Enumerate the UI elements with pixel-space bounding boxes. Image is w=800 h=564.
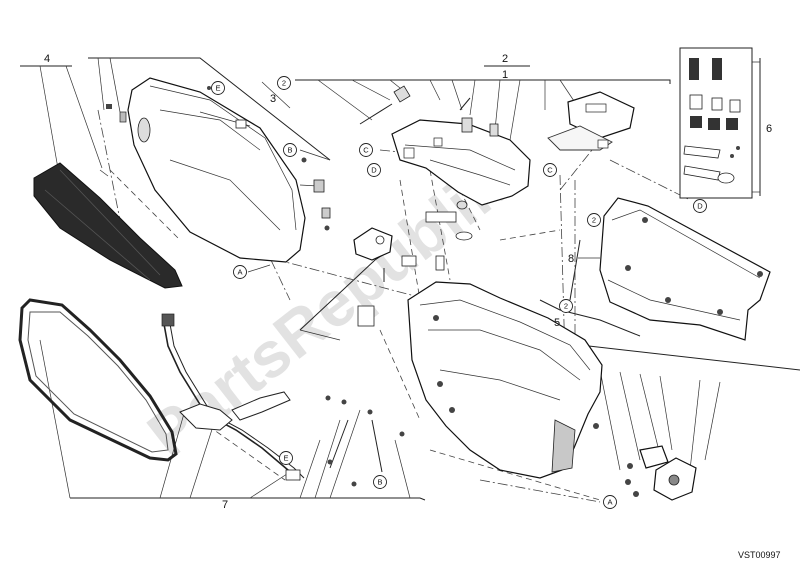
callout-labels: 4 3 2 1 6 5 8 7 — [44, 53, 772, 511]
callout-4: 4 — [44, 53, 50, 65]
circled-markers: 2 2 2 A A B B C — [211, 76, 707, 509]
top-right-bracket — [547, 91, 635, 151]
svg-text:D: D — [371, 166, 377, 175]
part-7-seal — [18, 298, 178, 462]
callout-7: 7 — [222, 499, 228, 511]
drawing-code: VST00997 — [738, 550, 781, 560]
callout-3: 3 — [270, 93, 276, 105]
marker-a-left: A — [233, 265, 247, 279]
part-6-lock-kit — [679, 47, 753, 199]
marker-2-middle: 2 — [559, 299, 573, 313]
svg-text:B: B — [377, 478, 382, 487]
marker-c-left: C — [359, 143, 373, 157]
svg-text:2: 2 — [564, 302, 568, 311]
callout-6: 6 — [766, 123, 772, 135]
marker-d-right: D — [693, 199, 707, 213]
marker-a-bottom: A — [603, 495, 617, 509]
svg-text:D: D — [697, 202, 703, 211]
callout-1: 1 — [502, 69, 508, 81]
svg-text:E: E — [283, 454, 288, 463]
svg-text:E: E — [215, 84, 220, 93]
bottom-screws — [325, 395, 405, 487]
svg-text:C: C — [363, 146, 369, 155]
marker-2-top: 2 — [277, 76, 291, 90]
lock-assembly-bottom-right — [593, 423, 697, 501]
marker-e-bottom: E — [279, 451, 293, 465]
marker-b-upper: B — [283, 143, 297, 157]
cover-hardware — [207, 86, 331, 231]
callout-5: 5 — [554, 317, 560, 329]
marker-c-right: C — [543, 163, 557, 177]
part-5-bag-shell — [407, 281, 603, 479]
part-3-cover — [99, 77, 306, 263]
callout-8: 8 — [568, 253, 574, 265]
callout-2: 2 — [502, 53, 508, 65]
svg-text:A: A — [607, 498, 612, 507]
svg-text:C: C — [547, 166, 553, 175]
part-1-inner-bracket — [359, 85, 531, 206]
latch-parts — [353, 200, 473, 327]
svg-text:2: 2 — [592, 216, 596, 225]
marker-2-right: 2 — [587, 213, 601, 227]
svg-text:B: B — [287, 146, 292, 155]
marker-e-top: E — [211, 81, 225, 95]
svg-text:A: A — [237, 268, 242, 277]
marker-b-lower: B — [373, 475, 387, 489]
strap-cable — [161, 313, 305, 481]
marker-d-left: D — [367, 163, 381, 177]
part-4-pad — [33, 162, 183, 289]
part-8-side-panel — [599, 197, 771, 341]
svg-text:2: 2 — [282, 79, 286, 88]
